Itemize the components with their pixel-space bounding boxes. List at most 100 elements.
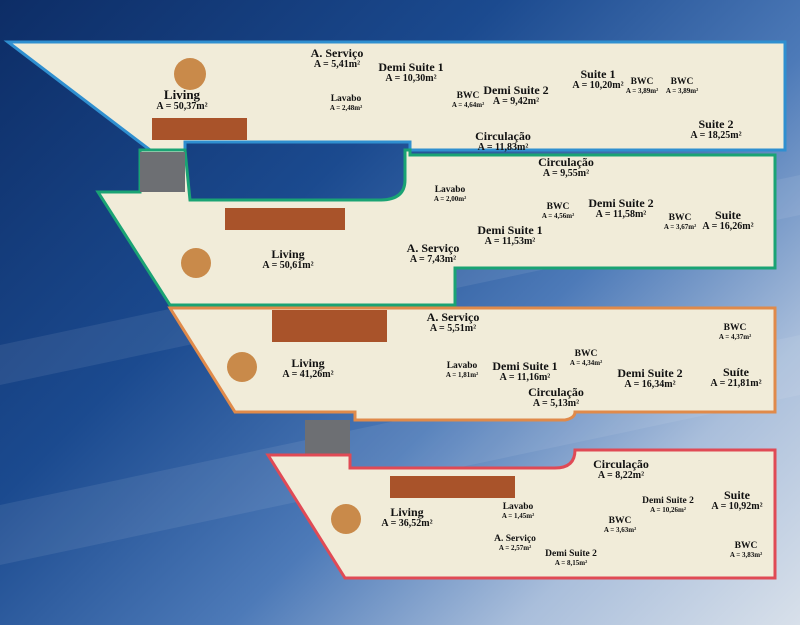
room-area: A = 10,30m² [385,72,437,84]
room-name: Living [390,505,424,519]
room-name: Suíte [722,365,750,379]
room-name: Suite [723,488,751,502]
stair-wood [152,118,247,140]
room-area: A = 2,00m² [433,194,467,203]
room-area: A = 4,64m² [451,100,485,109]
room-area: A = 3,63m² [603,525,637,534]
stair-wood [390,476,515,498]
room-name: BWC [734,541,758,551]
room-area: A = 3,89m² [625,86,659,95]
room-area: A = 16,26m² [702,220,754,232]
room-area: A = 3,83m² [729,550,763,559]
room-area: A = 41,26m² [282,368,334,380]
room-name: Living [271,247,305,261]
room-area: A = 5,13m² [532,397,580,409]
room-name: BWC [723,323,747,333]
room-area: A = 10,92m² [711,500,763,512]
elevator [140,152,185,192]
room-name: Suite [714,208,742,222]
room-area: A = 10,20m² [572,79,624,91]
room-area: A = 4,56m² [541,211,575,220]
room-name: Suite 2 [698,117,734,131]
room-name: BWC [630,77,654,87]
room-area: A = 16,34m² [624,378,676,390]
room-name: BWC [608,516,632,526]
dining-table [174,58,206,90]
room-name: Demi Suite 2 [642,496,694,506]
dining-table [227,352,257,382]
room-name: BWC [574,349,598,359]
room-name: BWC [546,202,570,212]
room-area: A = 50,37m² [156,100,208,112]
room-name: Demi Suite 1 [477,223,543,237]
room-area: A = 21,81m² [710,377,762,389]
room-name: Demi Suite 2 [617,366,683,380]
room-area: A = 3,67m² [663,222,697,231]
room-name: Demi Suite 1 [378,60,444,74]
room-area: A = 8,22m² [597,469,645,481]
room-name: Circulação [528,385,584,399]
dining-table [181,248,211,278]
room-area: A = 3,89m² [665,86,699,95]
room-area: A = 11,53m² [484,235,536,247]
room-name: Lavabo [446,361,478,371]
room-area: A = 36,52m² [381,517,433,529]
room-area: A = 2,57m² [498,543,532,552]
stair-wood [272,310,387,342]
room-name: A. Serviço [426,310,480,324]
room-name: Circulação [475,129,531,143]
room-area: A = 7,43m² [409,253,457,265]
elevator [305,420,350,460]
room-name: Lavabo [502,502,534,512]
room-name: Living [163,87,201,102]
room-name: A. Serviço [406,241,460,255]
room-name: Demi Suite 2 [588,196,654,210]
dining-table [331,504,361,534]
unit-4-plate [265,448,777,580]
room-name: A. Serviço [494,534,536,544]
room-name: Circulação [593,457,649,471]
room-area: A = 10,26m² [650,505,686,514]
room-area: A = 11,83m² [477,141,529,153]
room-name: Lavabo [434,185,466,195]
room-area: A = 18,25m² [690,129,742,141]
unit-1-plate [3,40,787,152]
room-area: A = 50,61m² [262,259,314,271]
room-area: A = 5,41m² [313,58,361,70]
room-area: A = 4,34m² [569,358,603,367]
room-name: BWC [670,77,694,87]
